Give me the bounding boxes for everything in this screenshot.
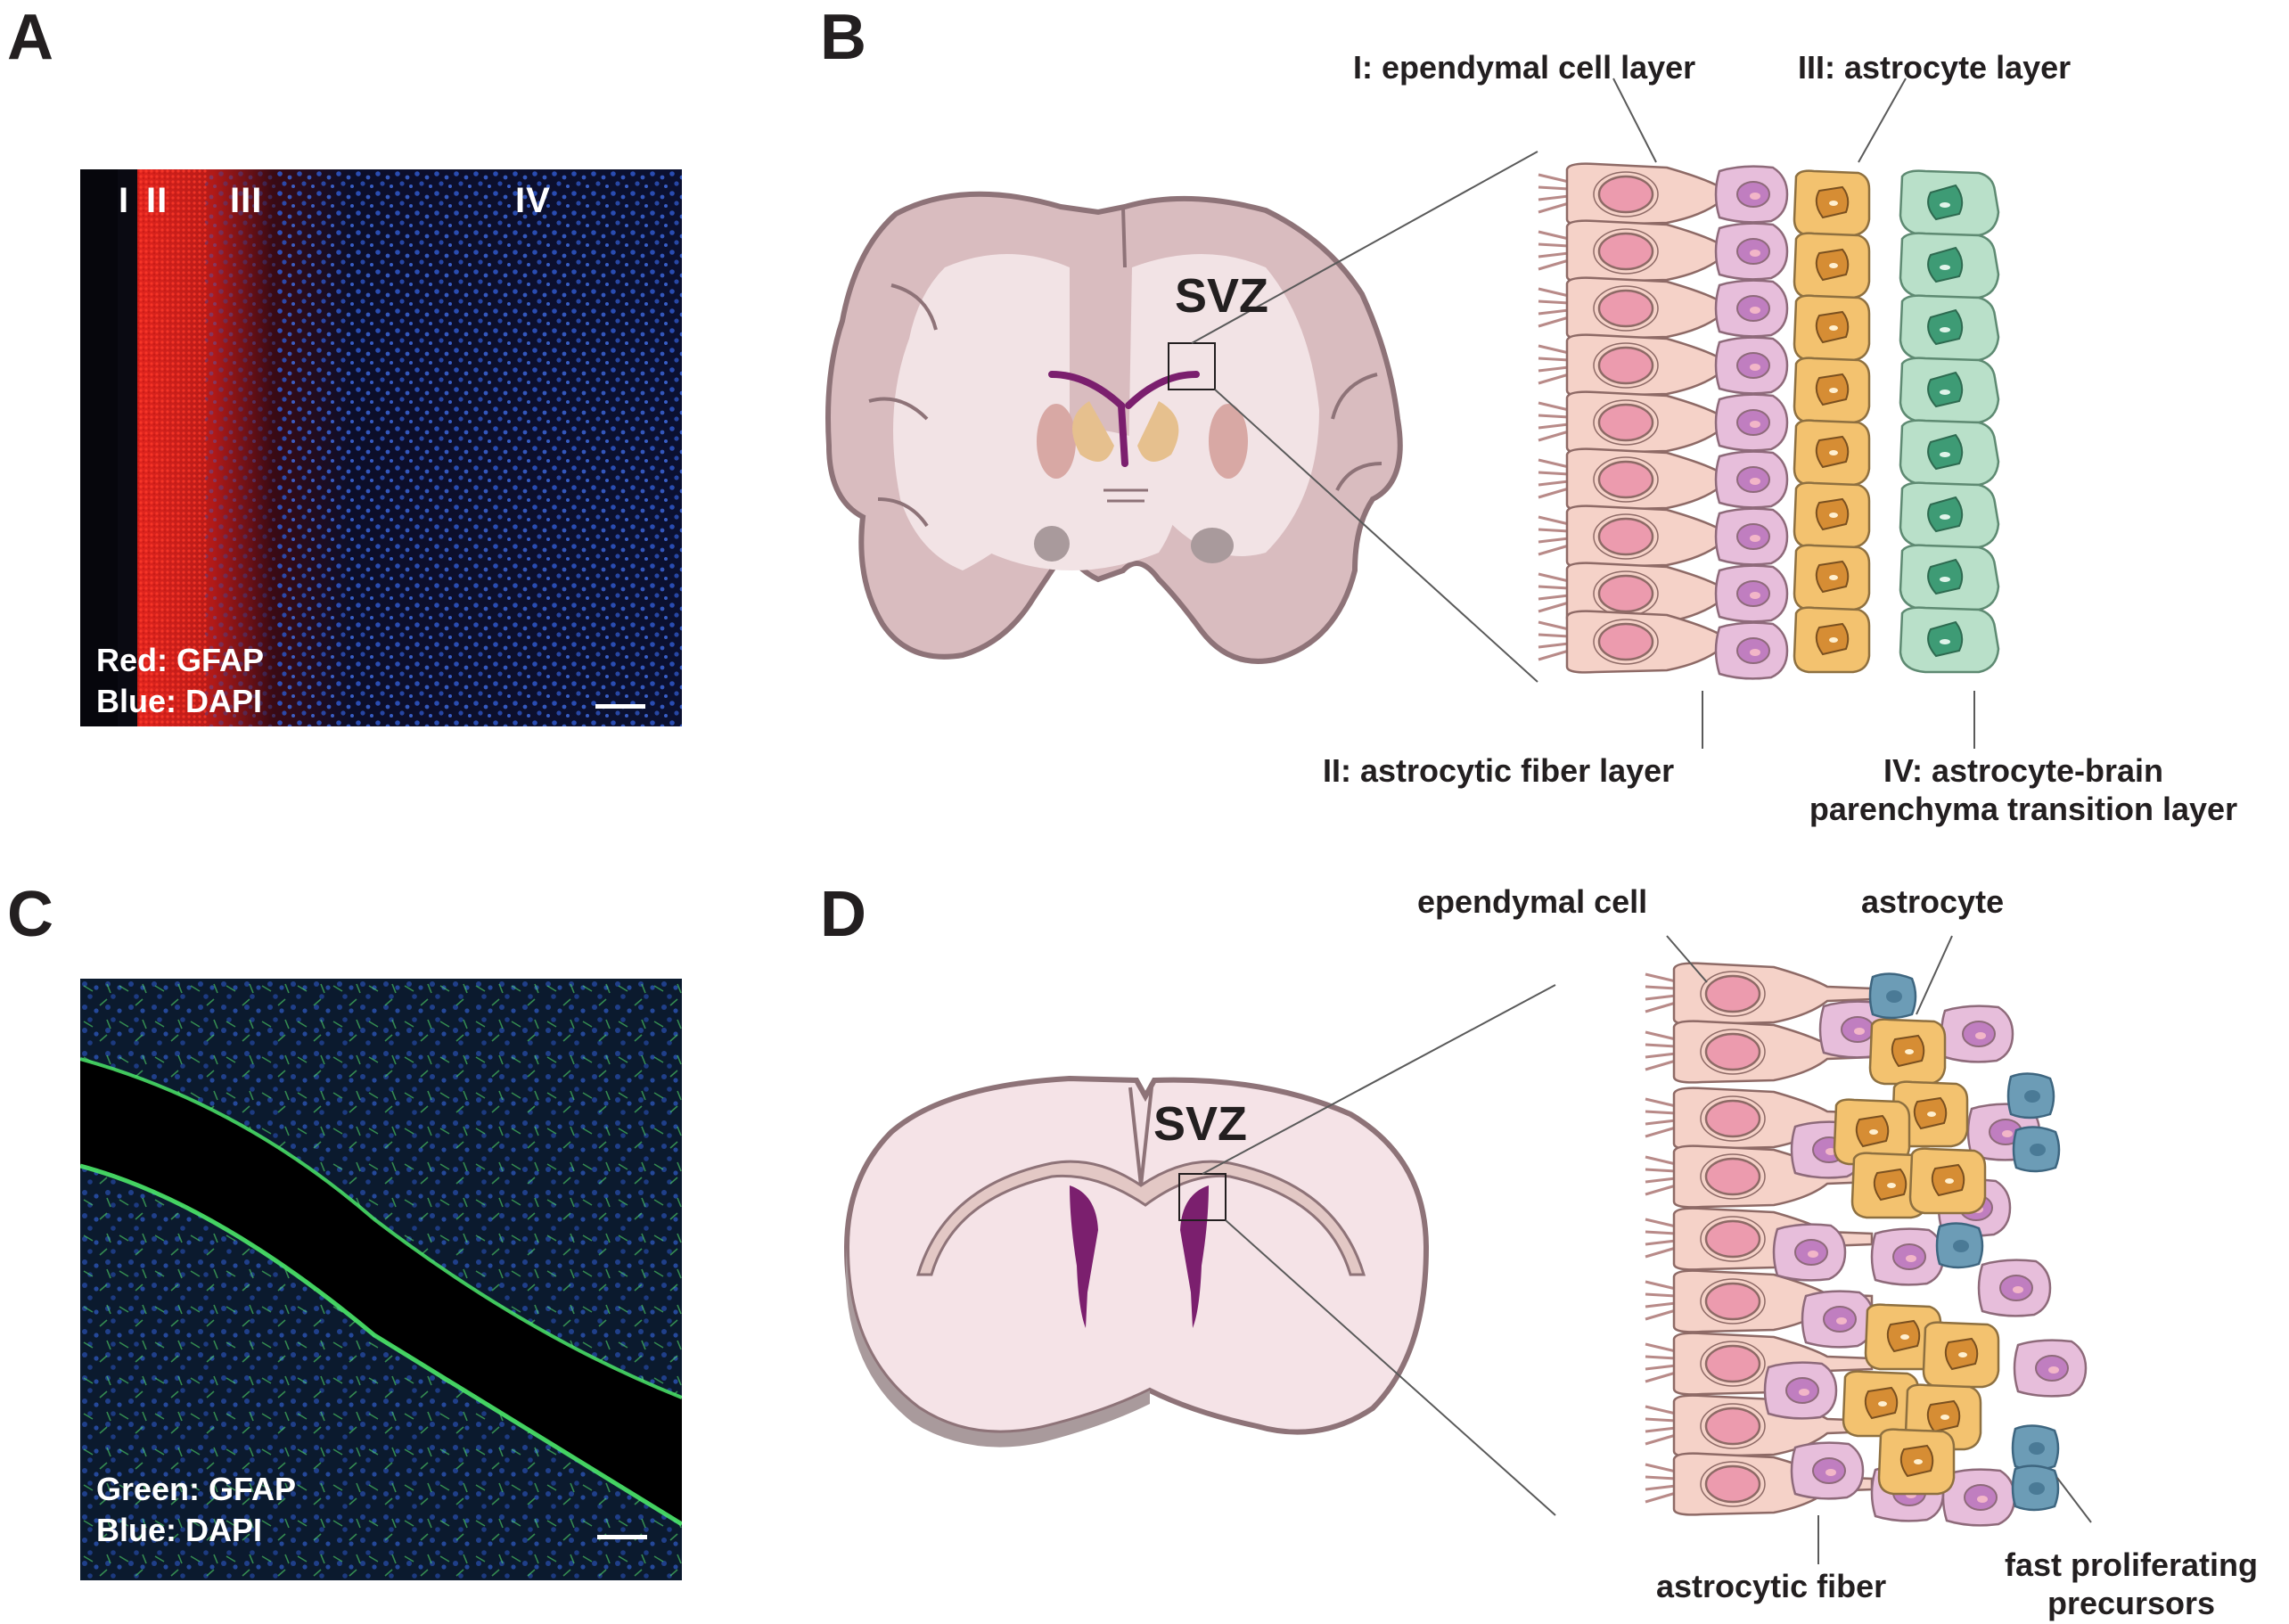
micrograph-a — [80, 169, 682, 726]
label-astrocyte: astrocyte — [1861, 883, 2005, 920]
scale-bar-c — [597, 1535, 647, 1539]
label-precursors-line1: fast proliferating — [2004, 1546, 2259, 1583]
label-ependymal-cell: ependymal cell — [1417, 883, 1648, 920]
layer-label-iv: IV — [515, 181, 551, 220]
astrocyte-icon — [1793, 169, 1871, 674]
legend-a: Red: GFAP Blue: DAPI — [96, 640, 264, 722]
layer-label-ii: II — [146, 181, 168, 220]
micrograph-c — [80, 979, 682, 1580]
layer-label-iii: III — [230, 181, 263, 220]
panel-label-c: C — [7, 879, 53, 950]
fiber-cell-column-b — [1714, 165, 1789, 680]
label-ependymal-layer: I: ependymal cell layer — [1353, 49, 1696, 86]
mouse-brain-section — [843, 1075, 1430, 1448]
transition-cell-column-b — [1899, 169, 2000, 674]
micrograph-a-image — [80, 169, 682, 726]
panel-label-a: A — [7, 2, 53, 73]
legend-c: Green: GFAP Blue: DAPI — [96, 1469, 296, 1551]
label-fiber-layer: II: astrocytic fiber layer — [1323, 752, 1675, 789]
panel-label-b: B — [820, 2, 866, 73]
layer-label-i: I — [119, 181, 130, 220]
label-precursors-line2: precursors — [2047, 1585, 2216, 1622]
micrograph-c-image — [80, 979, 682, 1580]
brain-section-icon — [825, 191, 1403, 664]
label-precursors: fast proliferating precursors — [1977, 1546, 2285, 1622]
legend-c-blue: Blue: DAPI — [96, 1512, 263, 1549]
label-astrocyte-layer: III: astrocyte layer — [1798, 49, 2072, 86]
label-transition-line2: parenchyma transition layer — [1809, 791, 2238, 828]
legend-a-red: Red: GFAP — [96, 642, 265, 678]
panel-label-d: D — [820, 879, 866, 950]
legend-a-blue: Blue: DAPI — [96, 683, 263, 720]
svz-label-b: SVZ — [1175, 269, 1269, 323]
legend-c-green: Green: GFAP — [96, 1471, 297, 1507]
label-transition-line1: IV: astrocyte-brain — [1883, 752, 2164, 789]
label-transition-layer: IV: astrocyte-brain parenchyma transitio… — [1765, 751, 2282, 828]
svz-label-d: SVZ — [1153, 1097, 1248, 1151]
label-astrocytic-fiber: astrocytic fiber — [1656, 1568, 1887, 1604]
scale-bar-a — [595, 704, 645, 709]
